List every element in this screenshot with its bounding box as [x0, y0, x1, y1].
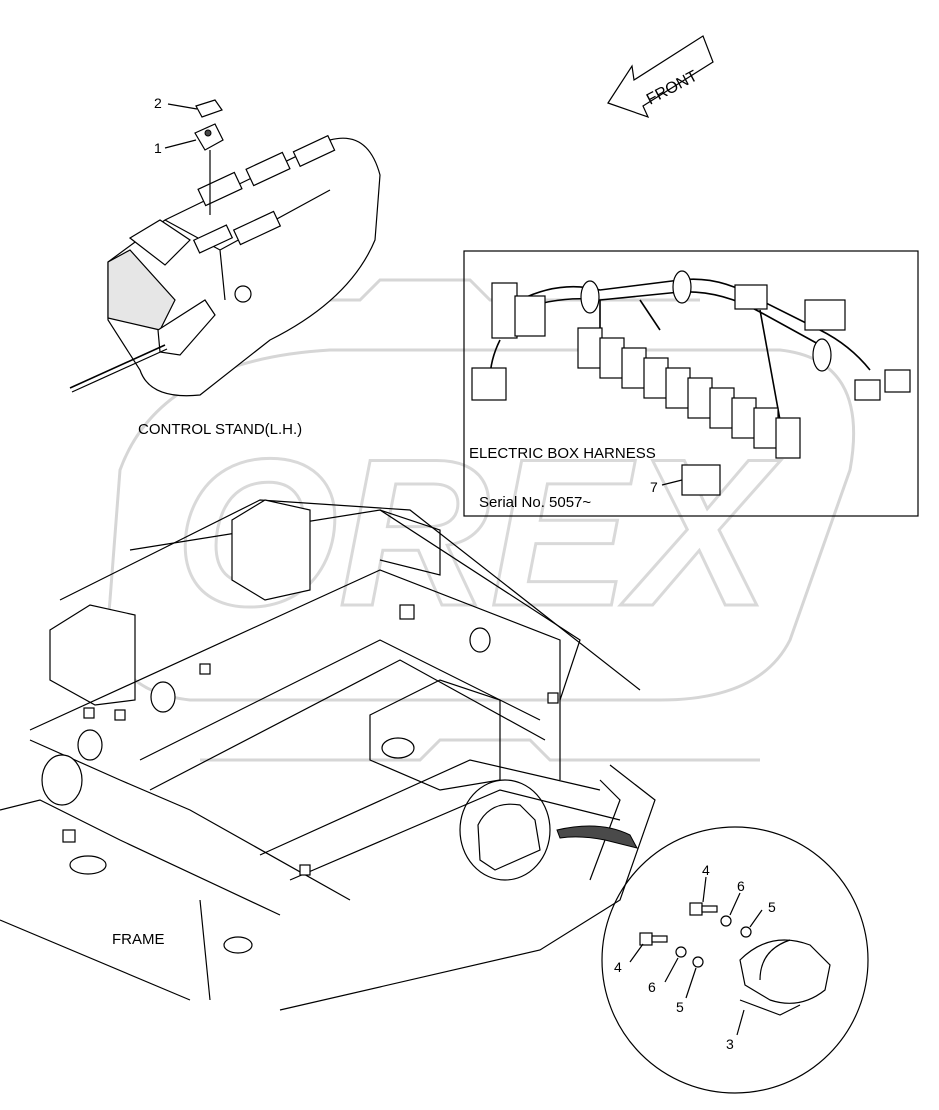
serial-label: Serial No. 5057~	[479, 494, 591, 511]
rocker-switch	[194, 123, 224, 151]
bolt-lower	[639, 932, 704, 968]
control-stand-label: CONTROL STAND(L.H.)	[138, 421, 302, 438]
callout-1: 1	[154, 140, 162, 156]
callout-6-upper: 6	[737, 878, 745, 894]
bolt-upper	[689, 902, 752, 938]
callout-3: 3	[726, 1036, 734, 1052]
callout-5-upper: 5	[768, 899, 776, 915]
relay-7	[681, 464, 721, 496]
callout-4-lower: 4	[614, 959, 622, 975]
sensor-bracket	[739, 939, 831, 1016]
detail-circle	[601, 826, 869, 1094]
callout-2: 2	[154, 95, 162, 111]
detail-arrow	[556, 825, 638, 849]
switch-cap	[195, 99, 223, 118]
frame: FRAME	[0, 499, 656, 1011]
inset-frame	[463, 250, 919, 517]
callout-5-lower: 5	[676, 999, 684, 1015]
callout-4-upper: 4	[702, 862, 710, 878]
callout-6-lower: 6	[648, 979, 656, 995]
callout-7: 7	[650, 479, 658, 495]
front-arrow: FRONT	[607, 35, 714, 119]
frame-label: FRAME	[112, 931, 165, 948]
detail-callout: 4 6 5 4 6 5 3	[459, 779, 869, 1094]
harness-label: ELECTRIC BOX HARNESS	[469, 445, 656, 462]
electric-box-harness-inset: 7 ELECTRIC BOX HARNESS Serial No. 5057~	[463, 250, 919, 517]
relay-row	[577, 327, 801, 459]
control-stand: 2 1	[69, 95, 381, 397]
